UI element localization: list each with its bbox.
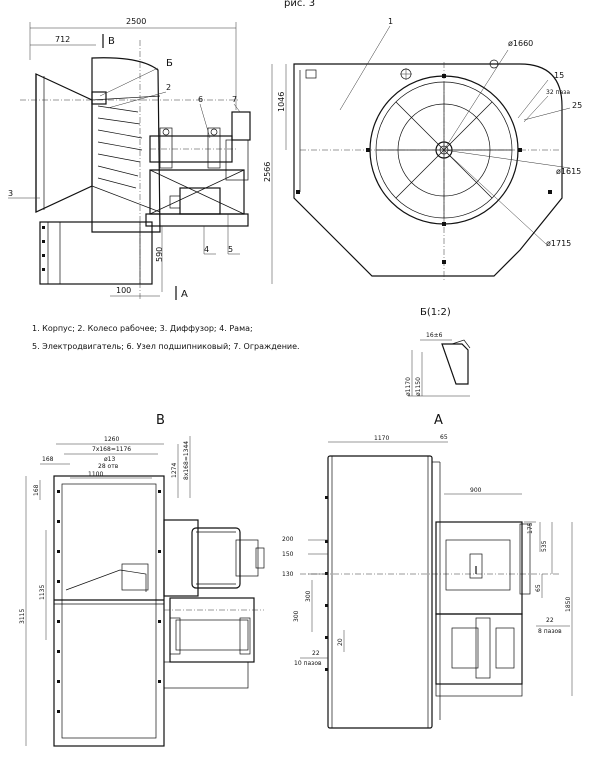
dim-150: 150: [282, 551, 294, 558]
dim-65-right: 65: [535, 584, 542, 592]
frame-base: [145, 213, 249, 227]
dim-130: 130: [282, 571, 294, 578]
detail-profile: [441, 343, 469, 385]
dim-d1615: ø1615: [556, 167, 581, 176]
dim-d1660: ø1660: [508, 39, 533, 48]
dim-1260: 1260: [104, 436, 119, 443]
dim-300b: 300: [293, 610, 300, 622]
dim-8-slots: 8 пазов: [538, 628, 562, 635]
dim-22a: 22: [312, 650, 320, 657]
dim-100: 100: [116, 286, 131, 295]
callouts-side: Б 2 3 6 7 4 5: [8, 58, 241, 255]
view-a: А 1170 65 200 150 130 300 300 20 22: [282, 413, 573, 729]
dim-535: 535: [541, 540, 548, 552]
view-a-title: А: [434, 413, 443, 428]
legend-line-1: 1. Корпус; 2. Колесо рабочее; 3. Диффузо…: [32, 324, 253, 333]
view-b-motor: [191, 527, 241, 589]
view-b-frame: [169, 597, 255, 663]
dim-7x168: 7х168=1176: [92, 446, 131, 453]
view-b-housing: [53, 475, 165, 747]
callout-6: 6: [198, 95, 203, 104]
dim-168a: 168: [42, 456, 54, 463]
dim-590: 590: [155, 247, 164, 262]
callout-1: 1: [388, 17, 393, 26]
dim-2566: 2566: [263, 162, 272, 182]
guard: [231, 111, 251, 141]
callout-7: 7: [232, 95, 237, 104]
view-b-pedestal: [163, 519, 199, 597]
rivets-view-b: [57, 490, 161, 713]
dim-300a: 300: [305, 590, 312, 602]
dim-168b: 168: [33, 484, 40, 496]
housing-side: [91, 57, 161, 233]
dim-28-holes: 28 отв: [98, 463, 119, 470]
view-a-motor-block: [435, 521, 523, 615]
dim-25: 25: [572, 101, 582, 110]
dim-175: 175: [527, 522, 534, 534]
bolts-view-a: [325, 496, 328, 671]
detail-dim-16: 16±6: [426, 332, 443, 339]
view-a-frame: [435, 613, 523, 685]
dim-1170: 1170: [374, 435, 389, 442]
housing-front: [293, 63, 563, 277]
front-view: 2566 1046: [263, 17, 582, 284]
callout-2: 2: [166, 83, 171, 92]
dim-3115: 3115: [19, 609, 26, 624]
dim-d1715: ø1715: [546, 239, 571, 248]
legend-line-2: 5. Электродвигатель; 6. Узел подшипников…: [32, 342, 300, 351]
dim-2500: 2500: [126, 17, 146, 26]
dim-8x168: 8х168=1344: [183, 441, 190, 480]
callout-3: 3: [8, 189, 13, 198]
dim-900: 900: [470, 487, 482, 494]
dim-1046: 1046: [277, 92, 286, 112]
diffuser: [35, 73, 93, 213]
figure-label: рис. 3: [284, 0, 315, 9]
hub: [91, 91, 107, 105]
motor-side: [179, 187, 221, 215]
dim-1850: 1850: [565, 597, 572, 612]
detail-b: Б(1:2) 16±6 ø1170 ø1150: [405, 307, 471, 397]
view-b-title: В: [156, 413, 165, 428]
bolts-front: [296, 74, 552, 264]
detail-title: Б(1:2): [420, 307, 451, 318]
dim-d13: ø13: [104, 456, 115, 463]
dim-10-slots: 10 пазов: [294, 660, 322, 667]
dim-200: 200: [282, 536, 294, 543]
side-view: 2500 712 В: [8, 17, 251, 300]
dim-65: 65: [440, 434, 448, 441]
dim-32-slots: 32 паза: [546, 89, 570, 96]
detail-dim-1150: ø1150: [415, 377, 422, 396]
dim-712: 712: [55, 35, 70, 44]
detail-marker-b: Б: [166, 58, 173, 69]
dim-1274: 1274: [171, 463, 178, 478]
rivets-left: [42, 226, 45, 271]
dim-22b: 22: [546, 617, 554, 624]
impeller-blades: [97, 105, 143, 189]
callout-5: 5: [228, 245, 233, 254]
dim-15: 15: [554, 71, 564, 80]
dim-1100: 1100: [88, 471, 103, 478]
dim-1135: 1135: [39, 585, 46, 600]
detail-dim-1170: ø1170: [405, 377, 412, 396]
view-a-housing: [327, 455, 433, 729]
view-b: В 1260 7х168=1176 ø13 28 отв 168 1100: [19, 413, 265, 747]
dim-20: 20: [337, 638, 344, 646]
section-mark-a: А: [181, 289, 188, 300]
section-mark-b: В: [108, 36, 115, 47]
callout-4: 4: [204, 245, 209, 254]
housing-lower: [39, 221, 153, 285]
